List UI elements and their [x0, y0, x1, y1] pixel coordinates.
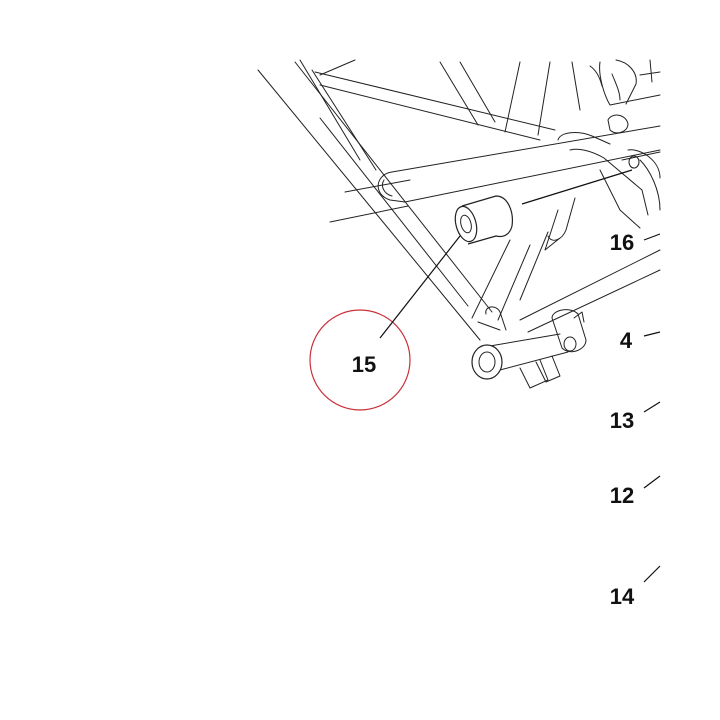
callout-4[interactable]: 4 — [620, 328, 633, 353]
leader-lines — [379, 169, 661, 583]
leader-line-16b — [643, 233, 661, 241]
leader-line-12 — [643, 475, 661, 489]
callout-labels: 15 16 4 13 12 14 — [352, 230, 635, 609]
leader-line-14 — [643, 565, 661, 583]
callout-13[interactable]: 13 — [610, 408, 634, 433]
leader-line-13 — [643, 401, 661, 413]
callout-14[interactable]: 14 — [610, 584, 635, 609]
leader-line-4 — [643, 331, 661, 337]
callout-15[interactable]: 15 — [352, 352, 376, 377]
frame-drawing — [257, 59, 661, 389]
callout-12[interactable]: 12 — [610, 483, 634, 508]
leader-line-16 — [521, 169, 633, 205]
callout-16[interactable]: 16 — [610, 230, 634, 255]
leader-line-15 — [379, 235, 461, 339]
highlight-circle — [309, 309, 411, 411]
